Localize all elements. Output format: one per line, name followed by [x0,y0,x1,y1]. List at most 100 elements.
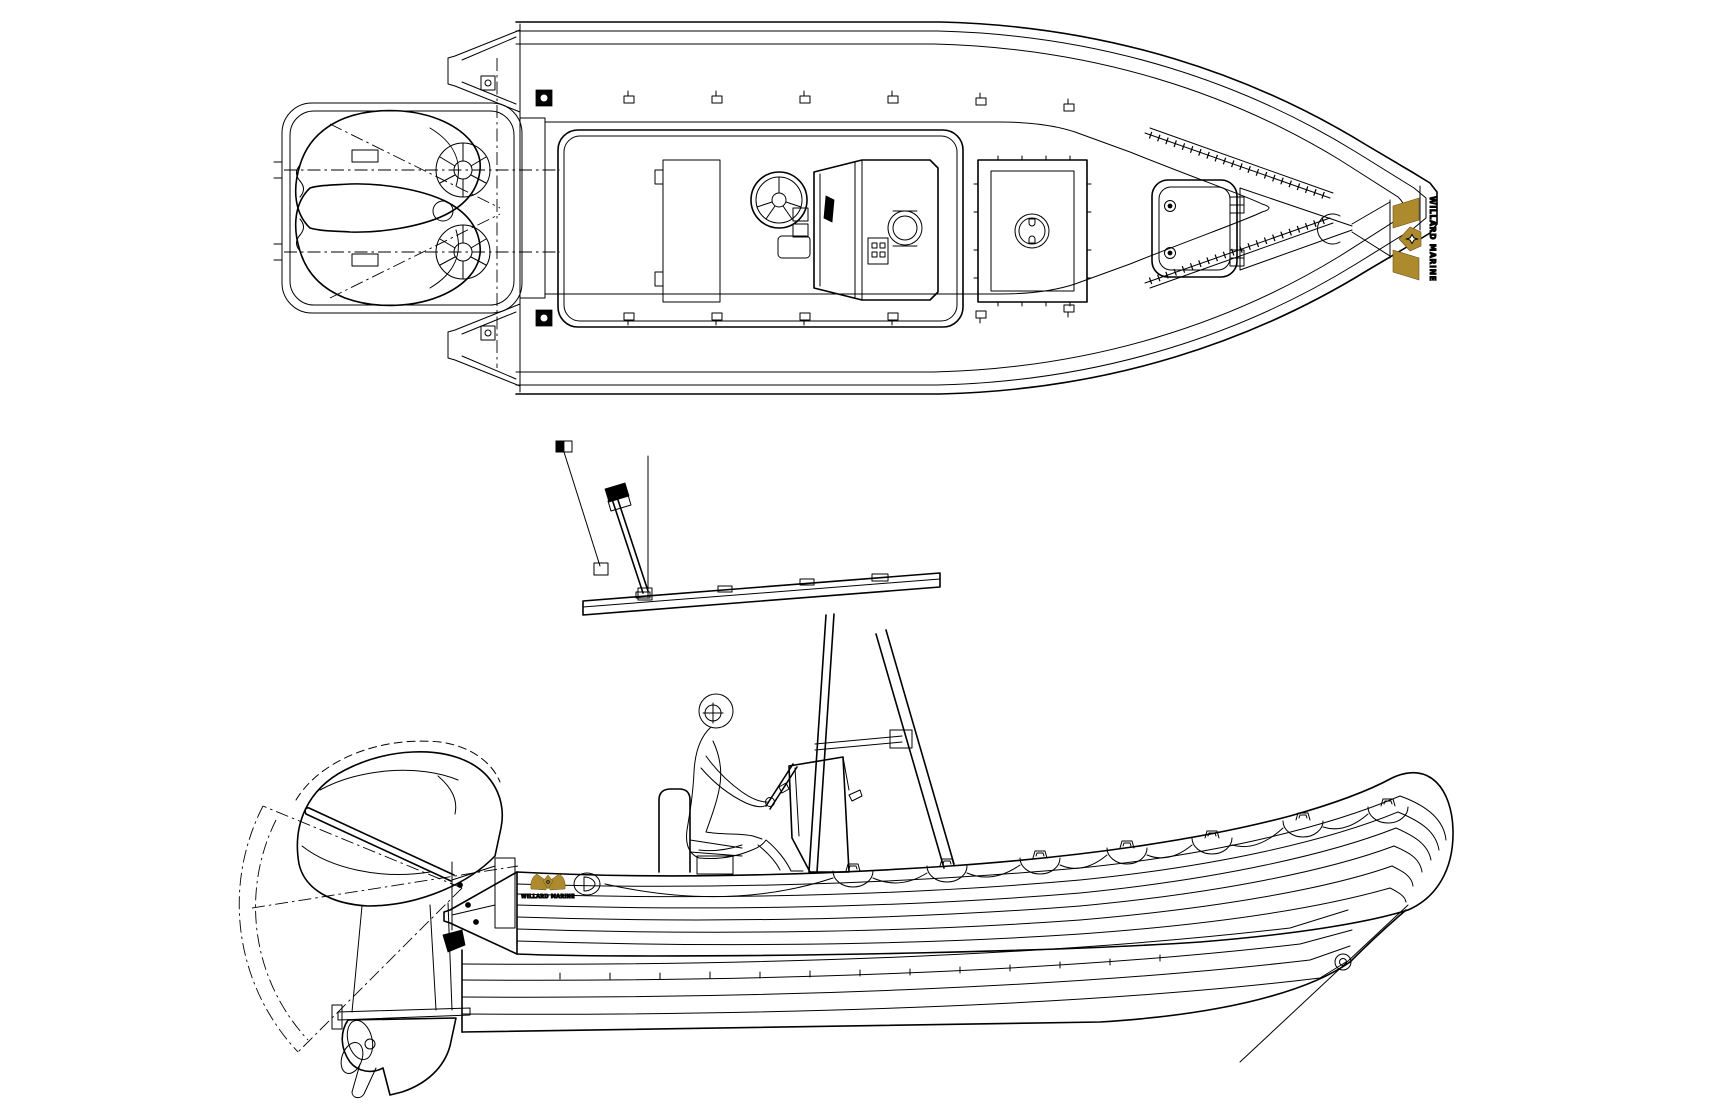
d-ring-handle [574,873,600,895]
hatch-hinge-upper [1230,197,1244,213]
steering-wheel-plan [751,172,807,228]
tube-handles [574,799,1408,897]
engine-frame-outer [282,103,522,313]
cowl-details [302,770,458,874]
anti-ventilation-plate [332,1005,470,1029]
tube-outer-outline [516,22,1437,394]
tube-seam-c [517,828,1431,908]
steering-link-hub [433,201,453,221]
ttop-fittings [636,574,888,598]
operator-leg-2 [699,845,780,870]
tube-top-edge [517,773,1453,956]
brand-text-profile: WILLARD MARINE [521,894,575,900]
hatch-bolts [974,156,1091,306]
antenna-cap [605,483,629,502]
anchor-hatch-plan [1152,180,1244,277]
operator-arm [701,756,767,807]
throttle-profile [849,790,862,801]
brand-text-plan: WILLARD MARINE [1428,196,1437,281]
skeg [352,1064,376,1098]
switch-panel-1 [793,208,808,221]
hull-bottom-profile [462,905,1408,1062]
plan-view: WILLARD MARINE [274,22,1437,394]
engine-frame-inner [290,111,514,305]
ttop-footprint-outer [558,130,963,327]
strake-1 [462,910,1348,964]
chine-ticks [560,955,1160,979]
transom-plan [520,112,545,304]
bow-detail-plan [1145,128,1390,288]
frame-clamps [274,162,282,260]
operator-front [706,741,762,839]
prop-blade-1 [343,1018,377,1063]
cowl-port-details [297,128,459,197]
motor-cowl [297,752,502,906]
tube-seam-d [517,846,1422,920]
lifting-eye-bottom [536,310,552,326]
outboard-motor-profile [239,741,518,1098]
plan-deck-module [558,130,963,327]
tilted-cowl-hidden-line [296,741,500,800]
transom-fitting-top-left [481,76,495,90]
head-target-symbol [703,703,723,723]
willard-logo-plan-icon [1393,198,1421,280]
prop-blade-2 [337,1040,367,1077]
deck-hatch-plan [974,156,1091,306]
tube-fittings-plan [624,91,1074,325]
operator-leg [699,840,803,871]
operator-head [699,694,733,728]
antenna-mount [594,563,608,575]
strake-2 [462,930,1352,980]
engine-centerlines [284,170,560,252]
seat-tabs [655,170,663,286]
tube-seam-1 [516,31,1426,385]
engine-cowl-starboard [296,184,481,306]
t-top [583,573,954,872]
prop-hub [365,1039,375,1049]
operator-figure [687,694,804,871]
tube-seam-b [517,812,1439,897]
bench-seat-plan [663,160,720,302]
tube-seam-f [517,888,1406,945]
profile-view: WILLARD MARINE [239,441,1453,1098]
throttle-lever-plan [824,196,834,222]
midsection [352,903,452,1012]
strake-4 [462,962,1346,1014]
keel-line [462,962,1350,1032]
ttop-cross-brace [815,736,902,750]
willard-logo-profile-icon [531,874,565,890]
ttop-rear-legs [876,630,954,868]
antenna-guy-line [564,452,600,566]
hull-tube-profile: WILLARD MARINE [444,773,1453,956]
jockey-seat-profile [659,789,742,874]
strake-3 [462,946,1350,997]
seat-base [697,856,733,874]
vhf-antenna [556,441,652,600]
antenna-base-mast [612,497,648,593]
tube-stern-cone [444,872,517,954]
hatch-latch-1 [1165,201,1176,212]
plan-hull-tube [448,22,1437,394]
lifting-eye-top [536,90,552,106]
transom-fitting-bottom-left [481,326,495,340]
ttop-footprint-inner [564,136,957,321]
operator-back [687,727,712,858]
grab-bar [305,808,454,881]
ttop-electronics-box [890,730,912,748]
tilt-envelope [239,806,518,1052]
steering-wheel-profile [766,764,797,809]
center-console-plan [778,160,938,300]
transom-bracket [443,858,515,952]
tube-seam-a [517,796,1446,886]
lower-unit [337,1018,456,1098]
wheel-hub [779,783,789,793]
deck-hatch-outer [978,160,1087,302]
cowl-starboard-details [297,219,459,288]
stern-cone-top [448,24,520,116]
hatch-hinge-lower [1230,250,1244,266]
anchor-hatch-outer [1152,180,1237,277]
engine-cowl-port [296,111,481,233]
instrument-cluster [868,238,888,264]
tube-seam-e [517,866,1413,932]
